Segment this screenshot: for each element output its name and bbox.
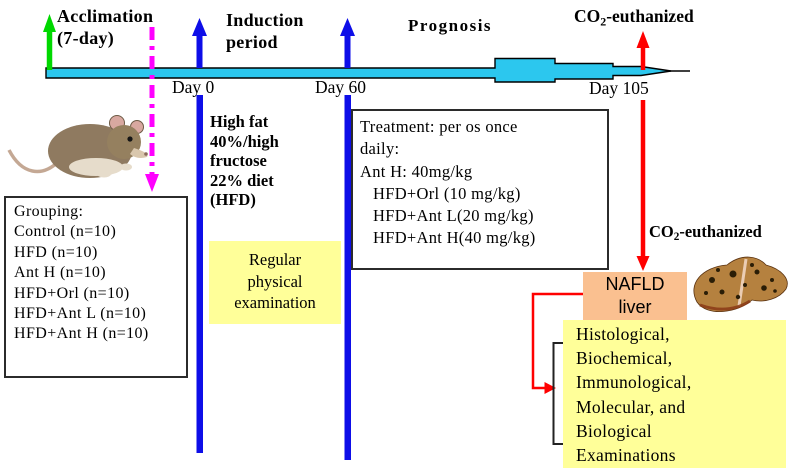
day-105-label: Day 105 bbox=[589, 78, 649, 98]
grouping-item: HFD+Ant H (n=10) bbox=[14, 325, 149, 343]
mouse-snout bbox=[130, 148, 148, 158]
treatment-box: Treatment: per os once daily: Ant H: 40m… bbox=[351, 109, 609, 270]
treatment-line: HFD+Ant H(40 mg/kg) bbox=[373, 228, 536, 248]
mouse-eye bbox=[127, 136, 133, 142]
examination-line: Immunological, bbox=[576, 372, 692, 393]
nafld-to-examinations-connector bbox=[531, 292, 583, 390]
day-0-label: Day 0 bbox=[172, 77, 215, 97]
phase-acclimation-label: Acclimation (7-day) bbox=[57, 6, 154, 48]
euthanasia-arrowhead-down bbox=[636, 256, 650, 271]
regular-examination-box: Regular physical examination bbox=[209, 241, 341, 324]
liver-image bbox=[693, 256, 788, 313]
liver-lower-edge bbox=[699, 299, 751, 311]
timeline-arrow bbox=[45, 57, 672, 83]
mouse-tail bbox=[7, 149, 60, 174]
day60-phase-line bbox=[344, 95, 351, 460]
grouping-item: HFD (n=10) bbox=[14, 243, 98, 261]
mouse-paw-rear bbox=[97, 170, 111, 178]
examination-line: Biochemical, bbox=[576, 348, 673, 369]
co2-euthanized-top-label: CO2-euthanized bbox=[574, 6, 694, 29]
grouping-assignment-arrowhead bbox=[145, 174, 159, 192]
acclimation-start-arrowhead bbox=[43, 14, 56, 32]
co2-suffix: -euthanized bbox=[679, 222, 762, 241]
mouse-paw-front bbox=[120, 163, 132, 171]
day0-phase-line bbox=[196, 95, 203, 453]
examination-line: Biological bbox=[576, 420, 652, 441]
day60-marker-arrowhead bbox=[340, 18, 355, 36]
examination-line: Histological, bbox=[576, 324, 670, 344]
liver-lobe-divider bbox=[737, 258, 748, 307]
mouse-nose bbox=[144, 152, 148, 156]
mouse-belly bbox=[69, 158, 123, 176]
treatment-line: daily: bbox=[360, 139, 400, 159]
grouping-box: Grouping: Control (n=10) HFD (n=10) Ant … bbox=[4, 196, 188, 378]
euthanasia-arrowhead-up bbox=[636, 31, 650, 48]
examinations-box: Histological, Biochemical, Immunological… bbox=[563, 320, 786, 468]
nafld-connector-arrowhead bbox=[544, 382, 556, 394]
grouping-item: Ant H (n=10) bbox=[14, 264, 107, 282]
treatment-line: HFD+Ant L(20 mg/kg) bbox=[373, 206, 534, 226]
grouping-title: Grouping: bbox=[14, 203, 84, 220]
liver-spots bbox=[704, 263, 777, 300]
day0-marker-arrowhead bbox=[192, 18, 207, 36]
hfd-diet-label: High fat 40%/high fructose 22% diet (HFD… bbox=[210, 112, 279, 209]
day-60-label: Day 60 bbox=[315, 77, 367, 97]
co2-subscript: 2 bbox=[673, 231, 680, 244]
phase-induction-label: Induction period bbox=[226, 10, 304, 52]
phase-prognosis-label: Prognosis bbox=[408, 16, 493, 35]
treatment-line: Treatment: per os once bbox=[360, 117, 518, 136]
treatment-line: HFD+Orl (10 mg/kg) bbox=[373, 183, 521, 203]
co2-euthanized-mid-label: CO2-euthanized bbox=[649, 222, 762, 243]
co2-prefix: CO bbox=[574, 6, 601, 26]
grouping-item: HFD+Orl (n=10) bbox=[14, 284, 130, 302]
treatment-line: Ant H: 40mg/kg bbox=[360, 161, 473, 181]
mouse-image bbox=[7, 115, 148, 178]
nafld-liver-box: NAFLD liver bbox=[583, 272, 687, 320]
co2-prefix: CO bbox=[649, 222, 674, 241]
grouping-item: Control (n=10) bbox=[14, 223, 117, 241]
co2-subscript: 2 bbox=[600, 14, 607, 29]
grouping-item: HFD+Ant L (n=10) bbox=[14, 305, 147, 323]
examination-line: Molecular, and bbox=[576, 396, 686, 417]
co2-suffix: -euthanized bbox=[606, 6, 694, 26]
examination-line: Examinations bbox=[576, 445, 676, 466]
examinations-bracket bbox=[552, 342, 566, 445]
